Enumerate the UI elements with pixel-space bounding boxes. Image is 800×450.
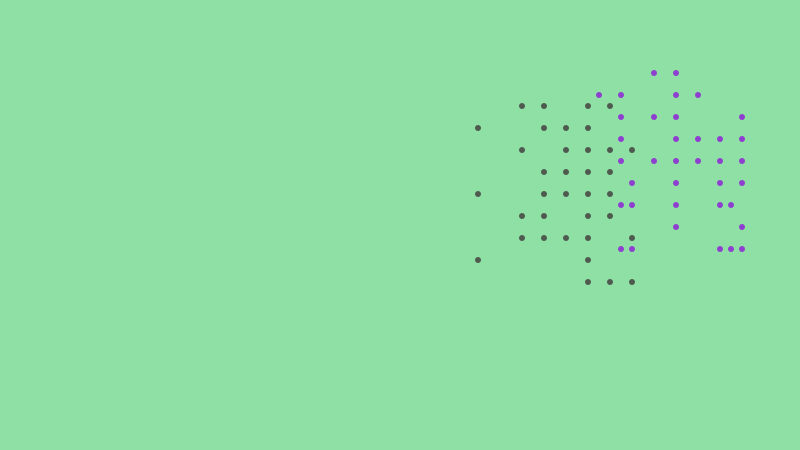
purple-dot-21[interactable]	[629, 180, 635, 186]
gray-dot-32[interactable]	[585, 257, 591, 263]
purple-dot-20[interactable]	[739, 158, 745, 164]
purple-dot-26[interactable]	[629, 202, 635, 208]
gray-dot-18[interactable]	[541, 191, 547, 197]
gray-dot-5[interactable]	[541, 125, 547, 131]
gray-dot-28[interactable]	[563, 235, 569, 241]
purple-dot-27[interactable]	[673, 202, 679, 208]
purple-dot-15[interactable]	[618, 158, 624, 164]
purple-dot-9[interactable]	[739, 114, 745, 120]
gray-dot-15[interactable]	[585, 169, 591, 175]
purple-dot-4[interactable]	[673, 92, 679, 98]
gray-dot-35[interactable]	[629, 279, 635, 285]
purple-dot-5[interactable]	[695, 92, 701, 98]
gray-dot-12[interactable]	[629, 147, 635, 153]
gray-dot-3[interactable]	[607, 103, 613, 109]
gray-dot-29[interactable]	[585, 235, 591, 241]
purple-dot-7[interactable]	[651, 114, 657, 120]
gray-dot-26[interactable]	[519, 235, 525, 241]
purple-dot-12[interactable]	[695, 136, 701, 142]
purple-dot-35[interactable]	[728, 246, 734, 252]
gray-dot-17[interactable]	[475, 191, 481, 197]
purple-dot-11[interactable]	[673, 136, 679, 142]
purple-dot-6[interactable]	[618, 114, 624, 120]
purple-dot-18[interactable]	[695, 158, 701, 164]
gray-dot-21[interactable]	[607, 191, 613, 197]
gray-dot-33[interactable]	[585, 279, 591, 285]
gray-dot-24[interactable]	[585, 213, 591, 219]
purple-dot-32[interactable]	[618, 246, 624, 252]
gray-dot-8[interactable]	[519, 147, 525, 153]
purple-dot-2[interactable]	[596, 92, 602, 98]
gray-dot-9[interactable]	[563, 147, 569, 153]
gray-dot-31[interactable]	[475, 257, 481, 263]
gray-dot-30[interactable]	[629, 235, 635, 241]
purple-dots	[596, 70, 745, 252]
gray-dot-14[interactable]	[563, 169, 569, 175]
gray-dot-22[interactable]	[519, 213, 525, 219]
gray-dot-11[interactable]	[607, 147, 613, 153]
gray-dots	[475, 103, 635, 285]
gray-dot-13[interactable]	[541, 169, 547, 175]
purple-dot-22[interactable]	[673, 180, 679, 186]
gray-dot-2[interactable]	[585, 103, 591, 109]
gray-dot-0[interactable]	[519, 103, 525, 109]
gray-dot-27[interactable]	[541, 235, 547, 241]
gray-dot-6[interactable]	[563, 125, 569, 131]
gray-dot-16[interactable]	[607, 169, 613, 175]
gray-dot-1[interactable]	[541, 103, 547, 109]
purple-dot-25[interactable]	[618, 202, 624, 208]
purple-dot-19[interactable]	[717, 158, 723, 164]
purple-dot-1[interactable]	[673, 70, 679, 76]
purple-dot-8[interactable]	[673, 114, 679, 120]
gray-dot-4[interactable]	[475, 125, 481, 131]
purple-dot-28[interactable]	[717, 202, 723, 208]
purple-dot-34[interactable]	[717, 246, 723, 252]
purple-dot-29[interactable]	[728, 202, 734, 208]
purple-dot-0[interactable]	[651, 70, 657, 76]
purple-dot-33[interactable]	[629, 246, 635, 252]
purple-dot-30[interactable]	[673, 224, 679, 230]
purple-dot-17[interactable]	[673, 158, 679, 164]
gray-dot-7[interactable]	[585, 125, 591, 131]
gray-dot-23[interactable]	[541, 213, 547, 219]
purple-dot-10[interactable]	[618, 136, 624, 142]
purple-dot-24[interactable]	[739, 180, 745, 186]
purple-dot-36[interactable]	[739, 246, 745, 252]
gray-dot-10[interactable]	[585, 147, 591, 153]
purple-dot-16[interactable]	[651, 158, 657, 164]
purple-dot-31[interactable]	[739, 224, 745, 230]
purple-dot-3[interactable]	[618, 92, 624, 98]
purple-dot-23[interactable]	[717, 180, 723, 186]
gray-dot-25[interactable]	[607, 213, 613, 219]
purple-dot-13[interactable]	[717, 136, 723, 142]
purple-dot-14[interactable]	[739, 136, 745, 142]
gray-dot-20[interactable]	[585, 191, 591, 197]
gray-dot-34[interactable]	[607, 279, 613, 285]
gray-dot-19[interactable]	[563, 191, 569, 197]
